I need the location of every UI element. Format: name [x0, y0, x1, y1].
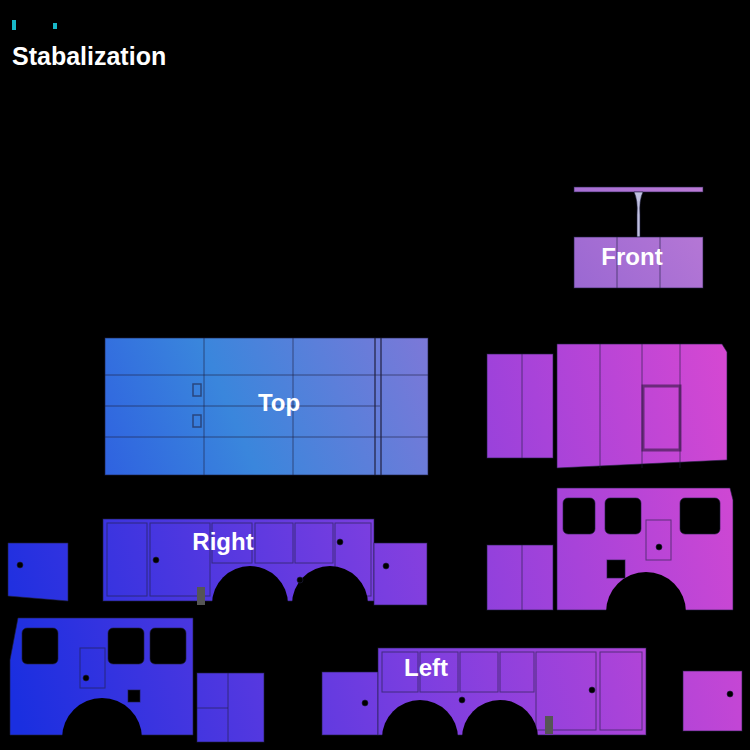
panel-label: Front — [601, 243, 662, 271]
panel-label: Top — [258, 389, 300, 417]
diagram-title: Stabalization — [12, 42, 166, 71]
panel-label: Left — [404, 654, 448, 682]
panel-label: Right — [192, 528, 253, 556]
